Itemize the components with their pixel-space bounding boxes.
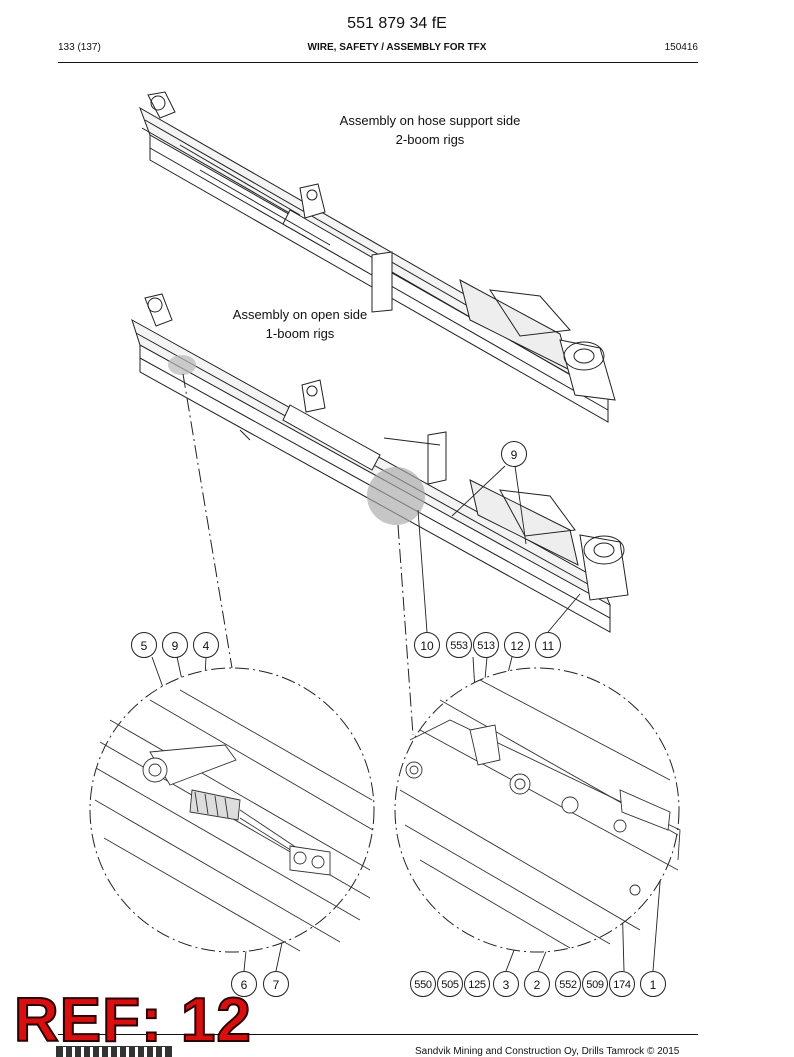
callout-balloon: 10 [414, 632, 440, 658]
footer-copyright: Sandvik Mining and Construction Oy, Dril… [415, 1046, 680, 1057]
callout-balloon: 3 [493, 971, 519, 997]
caption-line: Assembly on open side [232, 307, 368, 322]
ref-stamp: REF: 12 [13, 985, 252, 1056]
callout-balloon: 125 [464, 971, 490, 997]
callout-balloon: 513 [473, 632, 499, 658]
callout-balloon: 11 [535, 632, 561, 658]
callout-balloon: 505 [437, 971, 463, 997]
callout-balloon: 509 [582, 971, 608, 997]
callout-balloon: 1 [640, 971, 666, 997]
detail-connectors [182, 373, 414, 736]
caption-open-side: Assembly on open side 1-boom rigs [200, 305, 400, 343]
callout-balloon: 5 [131, 632, 157, 658]
callout-balloon: 9 [501, 441, 527, 467]
callout-balloon: 6 [231, 971, 257, 997]
page-number: 133 (137) [58, 42, 101, 53]
page-title: WIRE, SAFETY / ASSEMBLY FOR TFX [307, 42, 487, 53]
detail-area-left [168, 355, 196, 375]
detail-area-right [367, 467, 425, 525]
lower-feed-beam [131, 293, 629, 633]
caption-line: 2-boom rigs [395, 132, 465, 147]
upper-feed-beam [139, 91, 616, 423]
callout-balloon: 12 [504, 632, 530, 658]
callout-balloon: 553 [446, 632, 472, 658]
callout-balloon: 550 [410, 971, 436, 997]
callout-balloon: 552 [555, 971, 581, 997]
callout-balloon: 9 [162, 632, 188, 658]
detail-circle-right [394, 667, 681, 953]
caption-line: Assembly on hose support side [339, 113, 521, 128]
sandvik-logo [56, 1046, 172, 1057]
revision-date: 150416 [664, 42, 698, 53]
header-divider [58, 62, 698, 63]
caption-line: 1-boom rigs [265, 326, 335, 341]
callout-balloon: 7 [263, 971, 289, 997]
detail-circle-left [89, 667, 375, 953]
callout-balloon: 4 [193, 632, 219, 658]
callout-balloon: 2 [524, 971, 550, 997]
footer-divider [58, 1034, 698, 1035]
document-number: 551 879 34 fE [347, 15, 447, 32]
callout-balloon: 174 [609, 971, 635, 997]
caption-hose-support-side: Assembly on hose support side 2-boom rig… [320, 111, 540, 149]
